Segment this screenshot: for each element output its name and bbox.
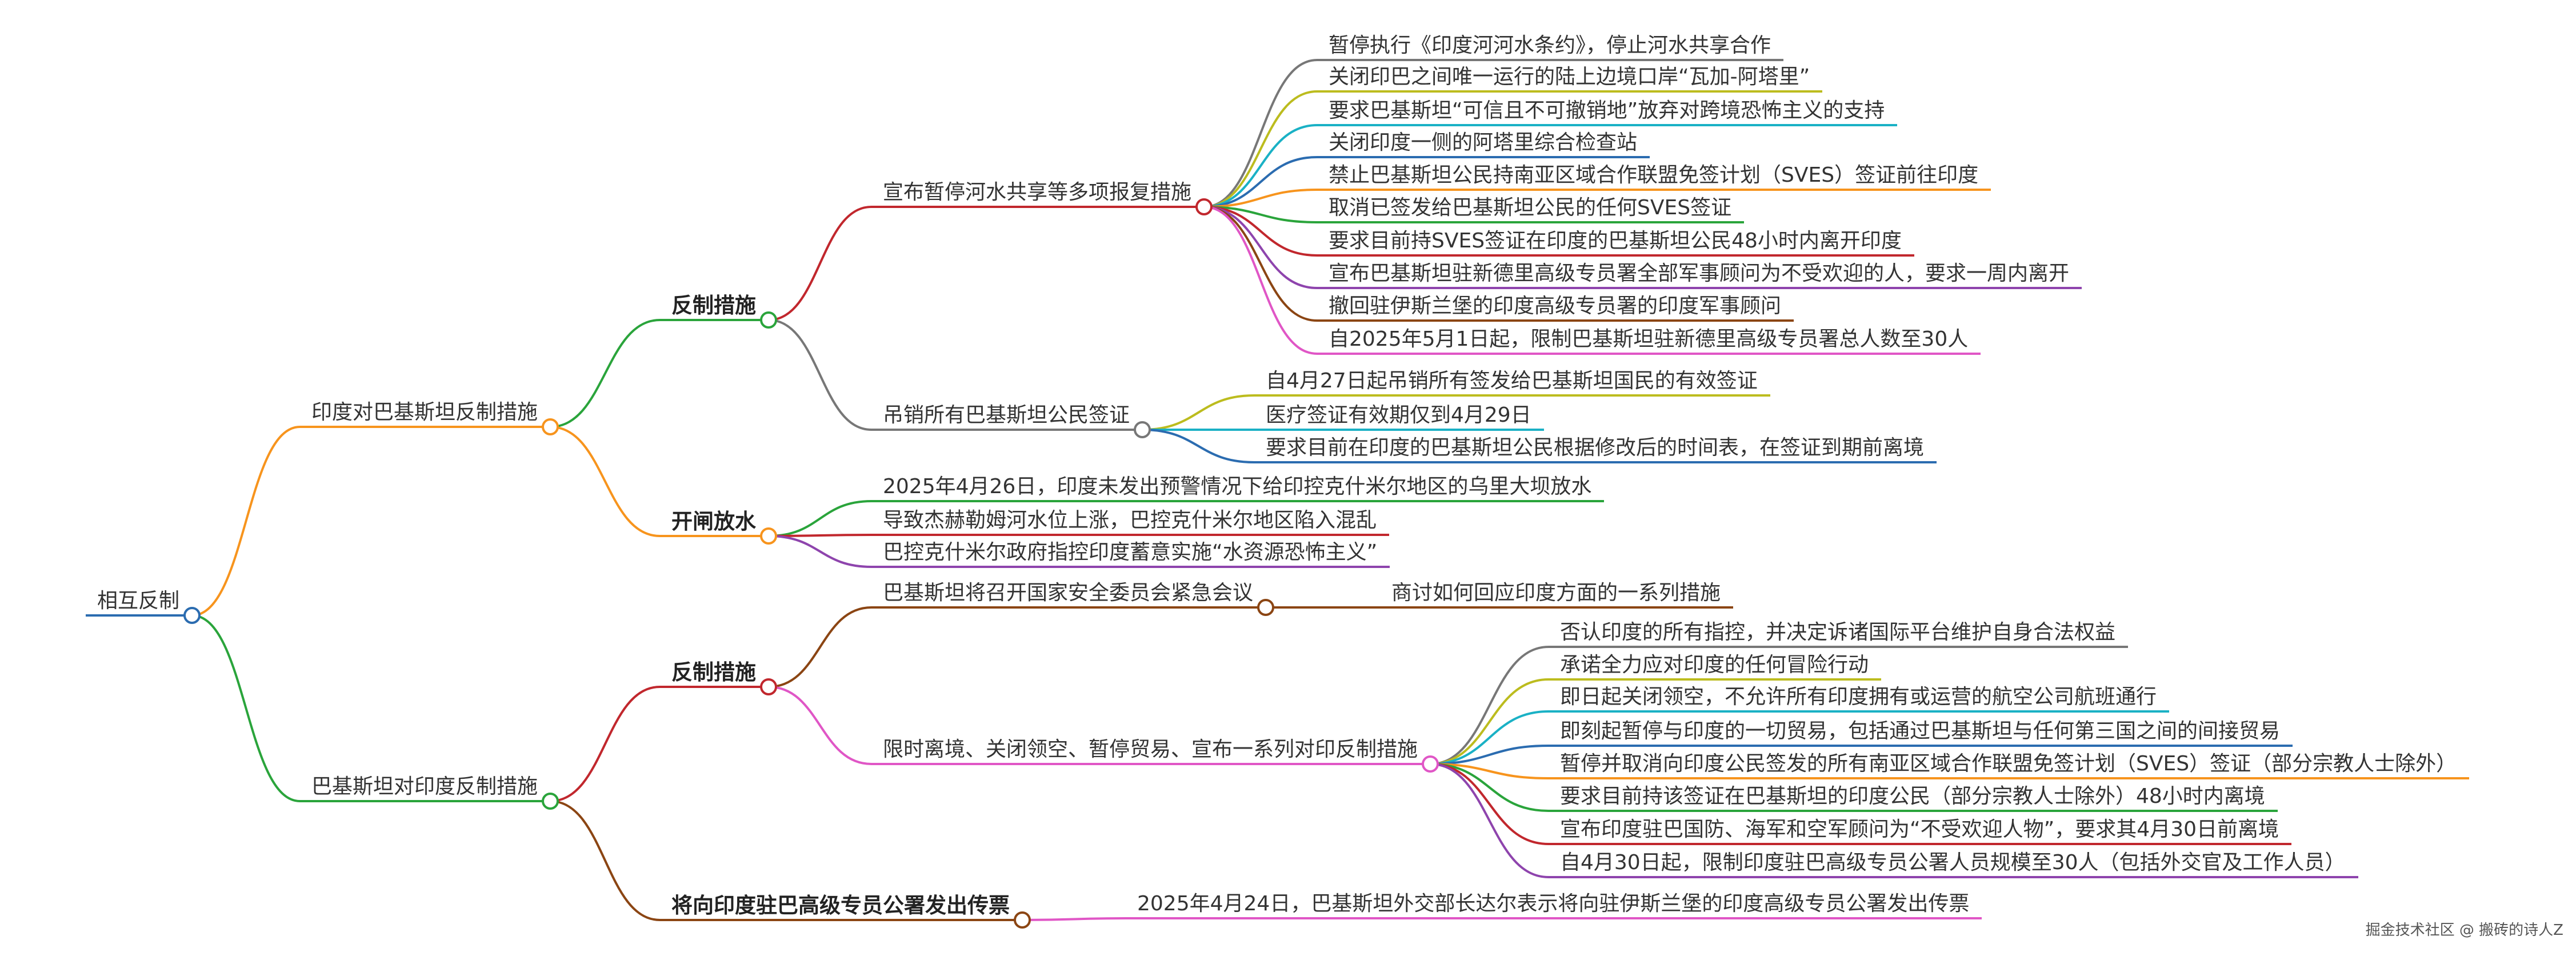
pakistan-countermeasures-label[interactable]: 反制措施 — [671, 660, 756, 685]
pakistan-leaf-4[interactable]: 即刻起暂停与印度的一切贸易，包括通过巴基斯坦与任何第三国之间的间接贸易 — [1560, 719, 2281, 743]
pakistan-leaf-5[interactable]: 暂停并取消向印度公民签发的所有南亚区域合作联盟免签计划（SVES）签证（部分宗教… — [1560, 752, 2457, 775]
connector-curve — [1203, 206, 1318, 322]
node-circle — [1134, 421, 1151, 438]
connector-curve — [768, 606, 872, 688]
connector-curve — [768, 500, 872, 537]
connector-curve — [191, 614, 301, 802]
india-visa-label[interactable]: 吊销所有巴基斯坦公民签证 — [883, 403, 1130, 427]
india-leaf-10[interactable]: 自2025年5月1日起，限制巴基斯坦驻新德里高级专员署总人数至30人 — [1329, 327, 1969, 351]
water-leaf-1[interactable]: 2025年4月26日，印度未发出预警情况下给印控克什米尔地区的乌里大坝放水 — [883, 475, 1592, 498]
pakistan-leaf-6[interactable]: 要求目前持该签证在巴基斯坦的印度公民（部分宗教人士除外）48小时内离境 — [1560, 785, 2265, 808]
pakistan-summons-label[interactable]: 将向印度驻巴高级专员公署发出传票 — [671, 893, 1010, 918]
connector-curve — [550, 686, 661, 802]
branch-pakistan-label[interactable]: 巴基斯坦对印度反制措施 — [311, 775, 538, 798]
india-leaf-6[interactable]: 取消已签发给巴基斯坦公民的任何SVES签证 — [1329, 196, 1732, 219]
water-leaf-3[interactable]: 巴控克什米尔政府指控印度蓄意实施“水资源恐怖主义” — [883, 541, 1378, 564]
branch-india-label[interactable]: 印度对巴基斯坦反制措施 — [311, 401, 538, 424]
india-leaf-3[interactable]: 要求巴基斯坦“可信且不可撤销地”放弃对跨境恐怖主义的支持 — [1329, 99, 1885, 122]
connector-curve — [1430, 763, 1549, 845]
water-leaf-2[interactable]: 导致杰赫勒姆河水位上涨，巴控克什米尔地区陷入混乱 — [883, 509, 1377, 532]
connector-curve — [768, 206, 872, 321]
india-visa-leaf-2[interactable]: 医疗签证有效期仅到4月29日 — [1266, 403, 1531, 427]
node-circle — [1257, 599, 1274, 616]
node-circle — [1014, 911, 1031, 929]
india-leaf-4[interactable]: 关闭印度一侧的阿塔里综合检查站 — [1329, 131, 1638, 154]
node-circle — [760, 678, 777, 695]
connector-curve — [1142, 429, 1255, 463]
connector-curve — [1430, 763, 1549, 878]
connector-curve — [1203, 206, 1318, 355]
connector-curve — [1142, 394, 1255, 431]
connector-curve — [550, 426, 661, 537]
pakistan-leaf-8[interactable]: 自4月30日起，限制印度驻巴高级专员公署人员规模至30人（包括外交官及工作人员） — [1560, 851, 2346, 874]
connector-curve — [1430, 763, 1549, 812]
connector-curve — [768, 686, 872, 765]
connector-curve — [550, 800, 661, 921]
node-circle — [1422, 755, 1439, 773]
summons-leaf[interactable]: 2025年4月24日，巴基斯坦外交部长达尔表示将向驻伊斯兰堡的印度高级专员公署发… — [1137, 892, 1970, 915]
pakistan-leaf-1[interactable]: 否认印度的所有指控，并决定诉诸国际平台维护自身合法权益 — [1560, 621, 2116, 644]
india-leaf-2[interactable]: 关闭印巴之间唯一运行的陆上边境口岸“瓦加-阿塔里” — [1329, 65, 1810, 89]
connector-curve — [1203, 124, 1318, 208]
pakistan-leaf-3[interactable]: 即日起关闭领空，不允许所有印度拥有或运营的航空公司航班通行 — [1560, 685, 2157, 709]
connector-curve — [1203, 206, 1318, 223]
connector-curve — [550, 319, 661, 428]
connector-curve — [1430, 745, 1549, 765]
india-leaf-5[interactable]: 禁止巴基斯坦公民持南亚区域合作联盟免签计划（SVES）签证前往印度 — [1329, 163, 1979, 187]
node-circle — [760, 311, 777, 329]
india-leaf-8[interactable]: 宣布巴基斯坦驻新德里高级专员署全部军事顾问为不受欢迎的人，要求一周内离开 — [1329, 262, 2070, 285]
connector-curve — [1203, 90, 1318, 208]
connector-curve — [1203, 156, 1318, 208]
pakistan-measures-label[interactable]: 限时离境、关闭领空、暂停贸易、宣布一系列对印反制措施 — [883, 738, 1418, 761]
india-visa-leaf-1[interactable]: 自4月27日起吊销所有签发给巴基斯坦国民的有效签证 — [1266, 369, 1758, 393]
node-circle — [542, 418, 559, 435]
pakistan-nsc-leaf[interactable]: 商讨如何回应印度方面的一系列措施 — [1391, 581, 1721, 605]
india-leaf-1[interactable]: 暂停执行《印度河河水条约》，停止河水共享合作 — [1329, 34, 1771, 57]
connector-curve — [1203, 189, 1318, 208]
connector-curve — [768, 534, 872, 537]
connector-curve — [191, 426, 301, 617]
connector-curve — [1430, 678, 1549, 765]
node-circle — [760, 527, 777, 545]
connector-curve — [768, 319, 872, 431]
node-circle — [1195, 198, 1213, 215]
connector-curve — [1022, 917, 1126, 921]
node-circle — [183, 607, 201, 624]
pakistan-leaf-2[interactable]: 承诺全力应对印度的任何冒险行动 — [1560, 653, 1869, 677]
india-countermeasures-label[interactable]: 反制措施 — [671, 293, 756, 318]
india-leaf-9[interactable]: 撤回驻伊斯兰堡的印度高级专员署的印度军事顾问 — [1329, 294, 1782, 318]
root-node[interactable]: 相互反制 — [97, 589, 180, 613]
india-visa-leaf-3[interactable]: 要求目前在印度的巴基斯坦公民根据修改后的时间表，在签证到期前离境 — [1266, 436, 1925, 459]
connector-curve — [1203, 206, 1318, 257]
connector-curve — [1430, 710, 1549, 765]
pakistan-leaf-7[interactable]: 宣布印度驻巴国防、海军和空军顾问为“不受欢迎人物”，要求其4月30日前离境 — [1560, 818, 2279, 841]
connector-curve — [1430, 646, 1549, 765]
node-circle — [542, 793, 559, 810]
india-water-release-label[interactable]: 开闸放水 — [671, 509, 756, 534]
pakistan-nsc-label[interactable]: 巴基斯坦将召开国家安全委员会紧急会议 — [883, 581, 1254, 605]
connector-curve — [1430, 763, 1549, 779]
india-leaf-7[interactable]: 要求目前持SVES签证在印度的巴基斯坦公民48小时内离开印度 — [1329, 229, 1902, 253]
connector-curve — [1203, 206, 1318, 289]
connector-curve — [1203, 59, 1318, 208]
connector-curve — [768, 535, 872, 568]
watermark-text: 掘金技术社区 @ 搬砖的诗人Z — [2365, 922, 2563, 939]
india-retaliation-label[interactable]: 宣布暂停河水共享等多项报复措施 — [883, 181, 1192, 204]
